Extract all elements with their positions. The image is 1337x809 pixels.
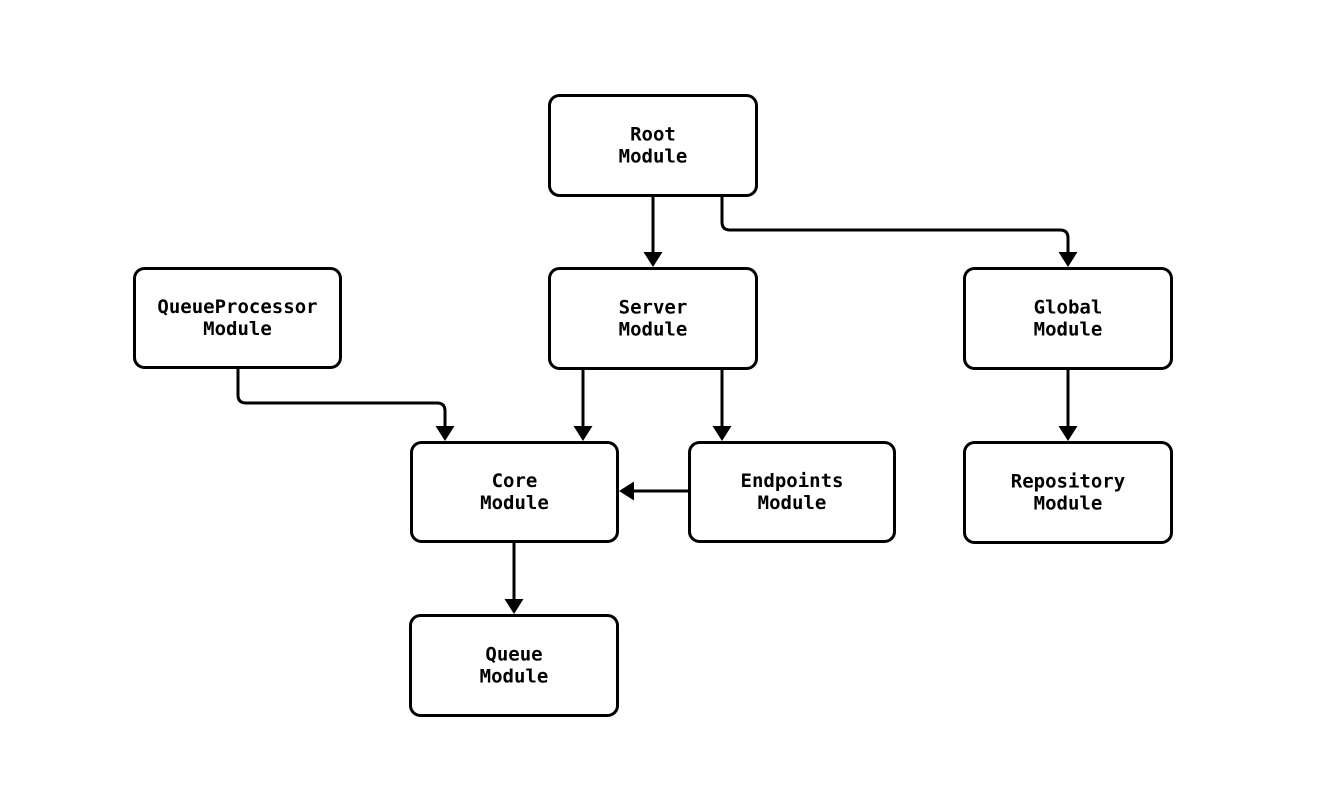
core-module-node-label-line1: Core xyxy=(492,470,538,492)
global-module-node-label-line2: Module xyxy=(1034,318,1103,340)
core-module-node-shape[interactable] xyxy=(410,441,619,543)
server-module-node-shape[interactable] xyxy=(548,267,758,370)
endpoints-module-node-shape[interactable] xyxy=(688,441,896,543)
repository-module-node-label-line1: Repository xyxy=(1011,470,1125,492)
root-module-node-shape[interactable] xyxy=(548,94,758,197)
global-module-node-label-line1: Global xyxy=(1034,296,1103,318)
edge-global-to-repository xyxy=(1058,370,1078,441)
global-module-node-shape[interactable] xyxy=(963,267,1173,370)
repository-module-node-label-line2: Module xyxy=(1034,492,1103,514)
edge-server-to-core-arrowhead-icon xyxy=(573,426,593,441)
edge-server-to-endpoints-arrowhead-icon xyxy=(712,426,732,441)
edge-root-to-server-arrowhead-icon xyxy=(643,252,663,267)
edge-root-to-global-arrowhead-icon xyxy=(1058,252,1078,267)
edge-root-to-global xyxy=(720,197,1078,267)
queue-module-node-label-line1: Queue xyxy=(485,643,542,665)
root-module-node-label-line2: Module xyxy=(619,145,688,167)
edge-queueprocessor-to-core-arrowhead-icon xyxy=(435,426,455,441)
edge-server-to-endpoints xyxy=(712,370,732,441)
server-module-node-label-line1: Server xyxy=(619,296,688,318)
queueprocessor-module-node-shape[interactable] xyxy=(133,267,342,369)
repository-module-node-shape[interactable] xyxy=(963,441,1173,544)
endpoints-module-node-label-line1: Endpoints xyxy=(741,470,844,492)
edge-server-to-core xyxy=(573,370,593,441)
edge-global-to-repository-arrowhead-icon xyxy=(1058,426,1078,441)
edge-queueprocessor-to-core-line xyxy=(236,369,447,427)
core-module-node-label-line2: Module xyxy=(480,492,549,514)
root-module-node-label-line1: Root xyxy=(630,123,676,145)
edge-endpoints-to-core xyxy=(619,481,688,501)
server-module-node-label-line2: Module xyxy=(619,318,688,340)
endpoints-module-node-label-line2: Module xyxy=(758,492,827,514)
edge-root-to-server xyxy=(643,197,663,267)
queue-module-node-shape[interactable] xyxy=(409,614,619,717)
queueprocessor-module-node-label-line1: QueueProcessor xyxy=(157,296,317,318)
edge-root-to-global-line xyxy=(720,197,1070,253)
edge-queueprocessor-to-core xyxy=(236,369,455,441)
edges-layer xyxy=(236,197,1078,614)
edge-endpoints-to-core-arrowhead-icon xyxy=(619,481,634,501)
edge-core-to-queue xyxy=(504,543,524,614)
queueprocessor-module-node-label-line2: Module xyxy=(203,318,272,340)
queue-module-node-label-line2: Module xyxy=(480,665,549,687)
edge-core-to-queue-arrowhead-icon xyxy=(504,599,524,614)
